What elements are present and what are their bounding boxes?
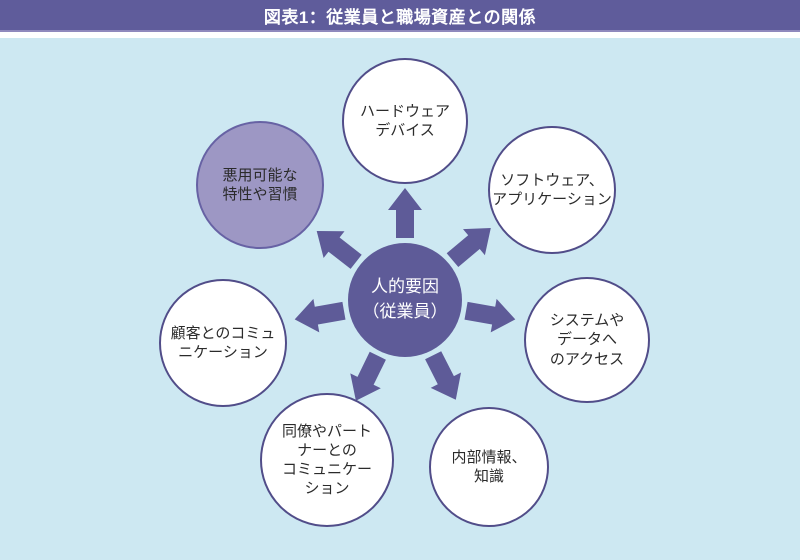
node-hardware-devices: ハードウェア デバイス	[342, 58, 468, 184]
node-software-applications-label: ソフトウェア、 アプリケーション	[492, 171, 612, 208]
node-hardware-devices-label: ハードウェア デバイス	[359, 102, 450, 139]
arrow	[388, 188, 422, 238]
arrows-layer	[294, 188, 516, 401]
arrow	[425, 351, 461, 400]
arrow	[350, 351, 386, 401]
node-internal-information-knowledge: 内部情報、 知識	[429, 407, 549, 527]
node-customer-communication-label: 顧客とのコミュ ニケーション	[170, 324, 276, 361]
figure-title-bar: 図表1：従業員と職場資産との関係	[0, 0, 800, 32]
relationship-diagram: ハードウェア デバイス ソフトウェア、 アプリケーション システムや データへ …	[0, 38, 800, 560]
arrow	[316, 231, 362, 269]
node-system-data-access: システムや データへ のアクセス	[524, 277, 650, 403]
node-human-factor-center-label: 人的要因 （従業員）	[362, 277, 448, 321]
node-internal-information-knowledge-label: 内部情報、 知識	[451, 448, 527, 485]
figure-title: 図表1：従業員と職場資産との関係	[263, 7, 537, 27]
node-customer-communication: 顧客とのコミュ ニケーション	[159, 279, 287, 407]
node-colleague-partner-communication-label: 同僚やパート ナーとの コミュニケー ション	[281, 422, 372, 498]
arrow	[446, 228, 491, 267]
node-system-data-access-label: システムや データへ のアクセス	[549, 312, 625, 368]
arrow	[294, 298, 346, 333]
node-exploitable-traits-habits-label: 悪用可能な 特性や習慣	[222, 166, 298, 203]
node-exploitable-traits-habits: 悪用可能な 特性や習慣	[196, 121, 324, 249]
arrow	[464, 298, 516, 333]
node-colleague-partner-communication: 同僚やパート ナーとの コミュニケー ション	[260, 393, 394, 527]
node-human-factor-center: 人的要因 （従業員）	[348, 243, 462, 357]
node-software-applications: ソフトウェア、 アプリケーション	[488, 126, 616, 254]
